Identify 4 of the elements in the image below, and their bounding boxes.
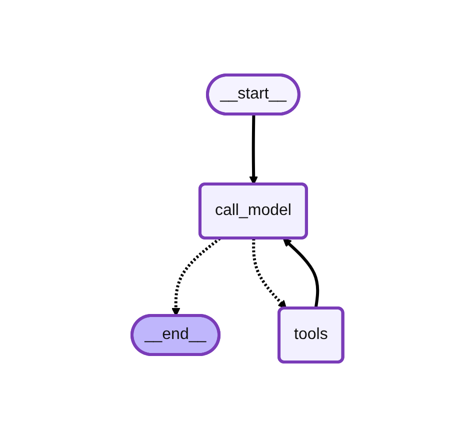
arrow xyxy=(248,114,258,185)
arrow xyxy=(171,237,220,316)
arrow xyxy=(252,238,286,309)
arrow xyxy=(282,238,319,309)
